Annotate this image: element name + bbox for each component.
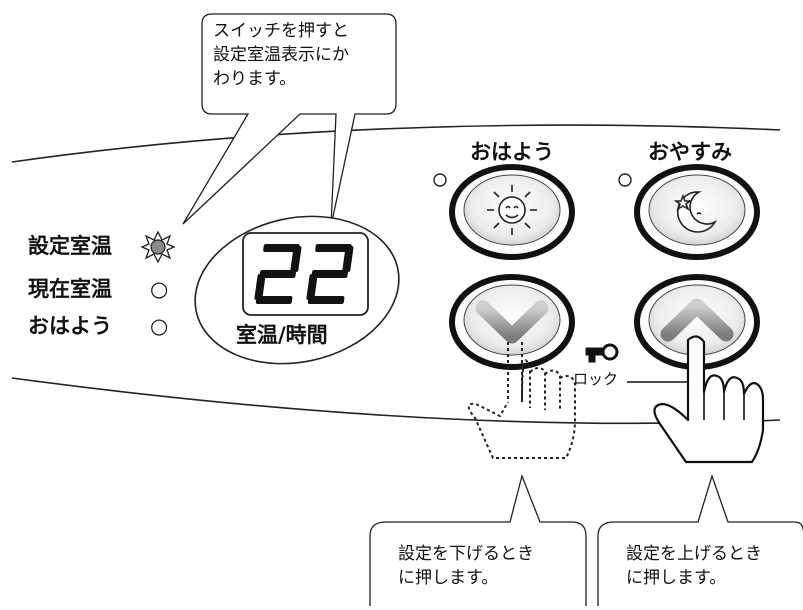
ohayou-button[interactable] <box>449 164 575 260</box>
seven-seg-digits <box>254 244 354 304</box>
ohayou-indicator-led: ○ <box>150 314 169 338</box>
indicator-label-current: 現在室温 <box>28 277 112 301</box>
moon-star-icon <box>673 191 718 233</box>
setting-temp-led-lit <box>140 230 176 264</box>
key-icon <box>585 343 619 363</box>
callout-top-bubble <box>182 13 397 227</box>
callout-up-text: 設定を上げるとき に押します。 <box>626 544 762 588</box>
ohayou-button-label: おはよう <box>470 140 554 164</box>
callout-top-text: スイッチを押すと 設定室温表示にか わります。 <box>213 21 349 89</box>
chevron-down-icon <box>475 300 549 344</box>
chevron-up-icon <box>660 298 734 342</box>
lock-label: ロック <box>573 370 619 388</box>
oyasumi-button-label: おやすみ <box>648 140 732 164</box>
oyasumi-button[interactable] <box>634 164 760 260</box>
pointing-hand-icon <box>653 335 765 464</box>
ohayou-led <box>433 173 447 187</box>
panel-top-edge <box>11 124 781 163</box>
temp-up-button[interactable] <box>634 274 760 370</box>
callout-down-text: 設定を下げるとき に押します。 <box>398 544 534 588</box>
temp-down-button[interactable] <box>449 274 575 370</box>
callout-down-bubble <box>369 473 587 606</box>
oyasumi-led <box>618 173 632 187</box>
pointing-hand-dotted-icon <box>467 342 576 459</box>
sun-face-icon <box>487 185 537 235</box>
indicator-label-ohayou: おはよう <box>28 314 112 338</box>
display-window <box>242 232 369 316</box>
current-temp-led: ○ <box>150 277 169 301</box>
indicator-label-setting: 設定室温 <box>28 234 112 258</box>
display-label: 室温/時間 <box>236 323 328 347</box>
